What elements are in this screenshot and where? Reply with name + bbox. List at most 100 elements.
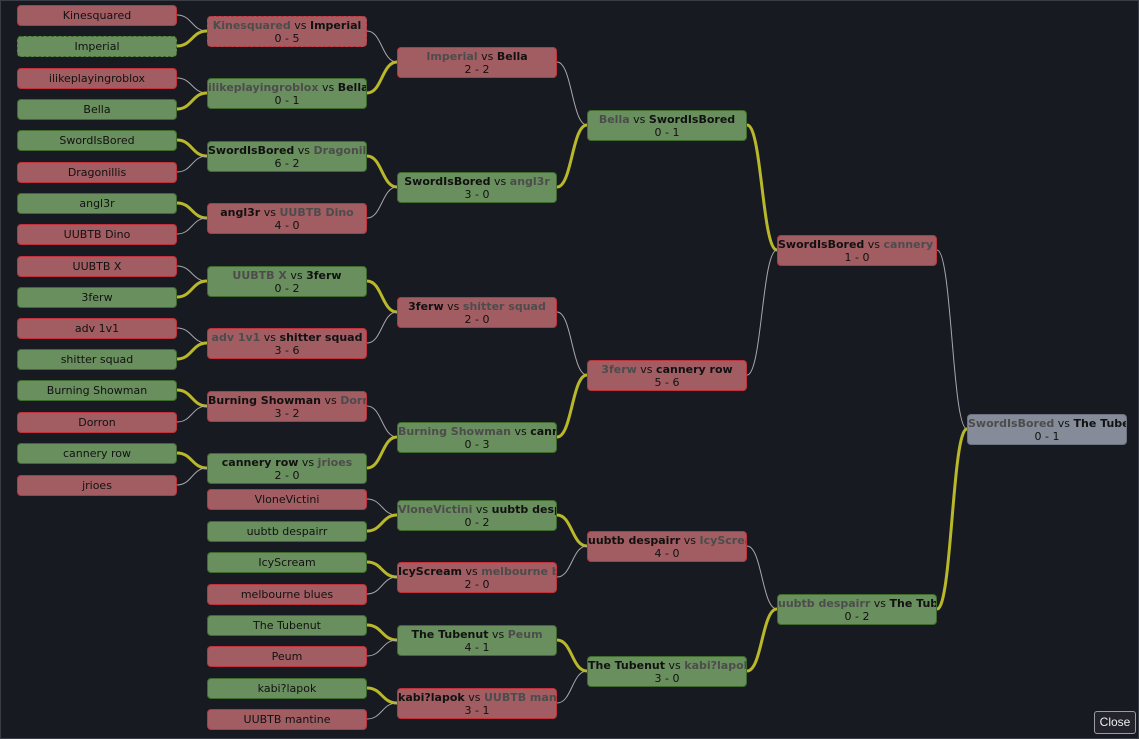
- winner-connector: [556, 513, 588, 548]
- loser-connector: [366, 30, 398, 63]
- match-teams: ilikeplayingroblox vs Bella: [208, 81, 366, 94]
- loser-connector: [366, 498, 398, 516]
- entrant-e13[interactable]: Dorron: [17, 411, 177, 433]
- match-m22[interactable]: uubtb despairr vs The Tubenut0 - 2: [777, 593, 937, 625]
- match-teams: SwordIsBored vs The Tubenut: [968, 417, 1126, 430]
- match-score: 2 - 2: [464, 62, 490, 76]
- match-m12[interactable]: Burning Showman vs cannery row0 - 3: [397, 421, 557, 453]
- match-m23[interactable]: SwordIsBored vs The Tubenut0 - 1: [967, 413, 1127, 445]
- match-score: 0 - 1: [1034, 429, 1060, 443]
- team-b: Dorron: [340, 393, 366, 407]
- match-score: 3 - 0: [654, 671, 680, 685]
- entrant-e9[interactable]: 3ferw: [17, 286, 177, 308]
- entrant-e16[interactable]: VloneVictini: [207, 488, 367, 510]
- match-m3[interactable]: SwordIsBored vs Dragonillis6 - 2: [207, 140, 367, 172]
- match-m13[interactable]: VloneVictini vs uubtb despairr0 - 2: [397, 499, 557, 531]
- entrant-e19[interactable]: melbourne blues: [207, 583, 367, 605]
- match-teams: uubtb despairr vs IcyScream: [588, 534, 746, 547]
- match-teams: Bella vs SwordIsBored: [588, 113, 746, 126]
- match-m14[interactable]: IcyScream vs melbourne blues2 - 0: [397, 561, 557, 593]
- match-teams: Burning Showman vs Dorron: [208, 394, 366, 407]
- entrant-e11[interactable]: shitter squad: [17, 348, 177, 370]
- match-m16[interactable]: kabi?lapok vs UUBTB mantine3 - 1: [397, 687, 557, 719]
- winner-connector: [366, 623, 398, 642]
- match-m21[interactable]: SwordIsBored vs cannery row1 - 0: [777, 234, 937, 266]
- entrant-e0[interactable]: Kinesquared: [17, 4, 177, 26]
- loser-connector: [746, 545, 778, 610]
- winner-connector: [366, 60, 398, 95]
- team-a: cannery row: [221, 455, 299, 469]
- loser-connector: [746, 249, 778, 376]
- entrant-e3[interactable]: Bella: [17, 98, 177, 120]
- match-m19[interactable]: uubtb despairr vs IcyScream4 - 0: [587, 530, 747, 562]
- match-teams: 3ferw vs cannery row: [588, 363, 746, 376]
- entrant-e10[interactable]: adv 1v1: [17, 317, 177, 339]
- team-a: IcyScream: [398, 564, 462, 578]
- match-score: 0 - 2: [274, 281, 300, 295]
- match-teams: Imperial vs Bella: [398, 50, 556, 63]
- match-score: 3 - 6: [274, 343, 300, 357]
- winner-connector: [556, 638, 588, 673]
- loser-connector: [176, 467, 208, 486]
- team-b: kabi?lapok: [684, 658, 746, 672]
- entrant-e12[interactable]: Burning Showman: [17, 379, 177, 401]
- vs-label: vs: [321, 80, 335, 94]
- match-teams: uubtb despairr vs The Tubenut: [778, 597, 936, 610]
- entrant-e8[interactable]: UUBTB X: [17, 255, 177, 277]
- entrant-e15[interactable]: jrioes: [17, 474, 177, 496]
- match-teams: cannery row vs jrioes: [208, 456, 366, 469]
- entrant-e6[interactable]: angl3r: [17, 192, 177, 214]
- loser-connector: [176, 265, 208, 282]
- winner-connector: [176, 451, 208, 470]
- entrant-e2[interactable]: ilikeplayingroblox: [17, 67, 177, 89]
- entrant-e17[interactable]: uubtb despairr: [207, 520, 367, 542]
- entrant-e14[interactable]: cannery row: [17, 442, 177, 464]
- team-a: Burning Showman: [208, 393, 321, 407]
- entrant-e21[interactable]: Peum: [207, 645, 367, 667]
- loser-connector: [176, 405, 208, 423]
- loser-connector: [556, 670, 588, 704]
- vs-label: vs: [297, 143, 311, 157]
- team-a: VloneVictini: [398, 502, 473, 516]
- team-a: Bella: [598, 112, 630, 126]
- match-teams: angl3r vs UUBTB Dino: [208, 206, 366, 219]
- winner-connector: [176, 91, 208, 111]
- match-teams: Burning Showman vs cannery row: [398, 425, 556, 438]
- winner-connector: [556, 373, 588, 439]
- entrant-e22[interactable]: kabi?lapok: [207, 677, 367, 699]
- winner-connector: [176, 201, 208, 220]
- winner-connector: [366, 154, 398, 189]
- team-b: SwordIsBored: [648, 112, 736, 126]
- winner-connector: [366, 435, 398, 470]
- match-score: 0 - 2: [844, 609, 870, 623]
- entrant-e4[interactable]: SwordIsBored: [17, 129, 177, 151]
- winner-connector: [176, 341, 208, 361]
- vs-label: vs: [668, 658, 681, 672]
- team-a: SwordIsBored: [968, 416, 1055, 430]
- entrant-e5[interactable]: Dragonillis: [17, 161, 177, 183]
- team-a: uubtb despairr: [588, 533, 681, 547]
- entrant-e1[interactable]: Imperial: [17, 35, 177, 57]
- team-b: Bella: [337, 80, 366, 94]
- entrant-e18[interactable]: IcyScream: [207, 551, 367, 573]
- close-button[interactable]: Close: [1094, 711, 1136, 734]
- entrant-e23[interactable]: UUBTB mantine: [207, 708, 367, 730]
- entrant-e7[interactable]: UUBTB Dino: [17, 223, 177, 245]
- winner-connector: [746, 123, 778, 252]
- match-m7[interactable]: Burning Showman vs Dorron3 - 2: [207, 390, 367, 422]
- entrant-e20[interactable]: The Tubenut: [207, 614, 367, 636]
